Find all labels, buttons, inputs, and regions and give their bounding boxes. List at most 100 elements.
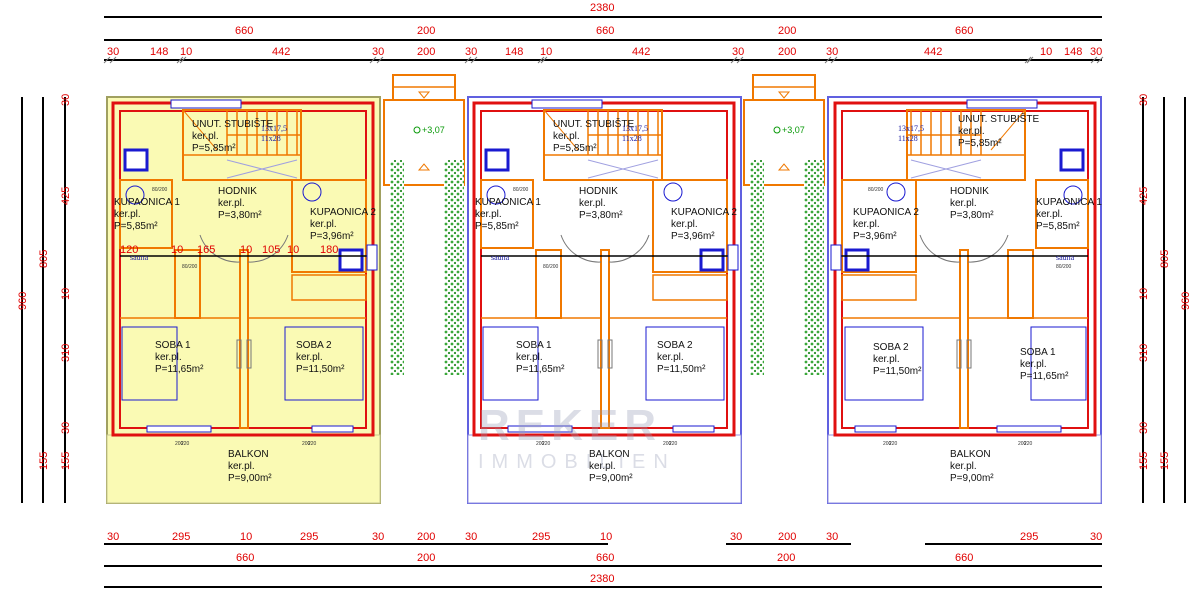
dim-label: 442 <box>272 46 290 58</box>
stair-landing: +3,07 <box>743 74 825 375</box>
unit-1: UNUT. STUBIŠTEker.pl.P=5,85m²HODNIKker.p… <box>106 96 381 504</box>
bath1-label-area: P=5,85m² <box>1036 221 1080 232</box>
stair-label-area: P=5,85m² <box>192 143 236 154</box>
dim-label: 805 <box>1159 250 1171 268</box>
door-size: 80/200 <box>182 264 198 270</box>
dim-label: 10 <box>1138 288 1150 300</box>
window-size: 200 <box>883 441 892 447</box>
dim-label: 200 <box>778 531 796 543</box>
room1-label-name: SOBA 1 <box>516 340 552 351</box>
hall-label-name: HODNIK <box>950 186 989 197</box>
bath2-label-name: KUPAONICA 2 <box>310 207 376 218</box>
dim-label: 30 <box>60 422 72 434</box>
dim-label: 30 <box>826 46 838 58</box>
dim-label: 30 <box>826 531 838 543</box>
stair-label-name: UNUT. STUBIŠTE <box>958 112 1039 125</box>
dim-label: 425 <box>1138 187 1150 205</box>
stair-label-floor: ker.pl. <box>958 126 985 137</box>
door-size: 80/200 <box>1056 264 1072 270</box>
dim-label: 295 <box>1020 531 1038 543</box>
stair-steps: 11x28 <box>622 134 642 143</box>
window-size: 220 <box>669 441 678 447</box>
hall-label-area: P=3,80m² <box>218 210 262 221</box>
bath2-label-area: P=3,96m² <box>310 231 354 242</box>
room2-label-name: SOBA 2 <box>296 340 332 351</box>
dim-label: 30 <box>1138 94 1150 106</box>
room2-label-area: P=11,50m² <box>296 364 345 375</box>
sauna-label: sauna <box>491 253 510 262</box>
level-marker: +3,07 <box>782 125 805 135</box>
dim-label: 30 <box>372 46 384 58</box>
dim-label: 30 <box>730 531 742 543</box>
balcony-label-name: BALKON <box>589 449 630 460</box>
dim-label: 30 <box>1090 531 1102 543</box>
dim-label: 310 <box>60 344 72 362</box>
dim-label: 30 <box>107 46 119 58</box>
room2-label-floor: ker.pl. <box>657 352 684 363</box>
room1-label-floor: ker.pl. <box>155 352 182 363</box>
stair-steps: 13x17,5 <box>622 124 648 133</box>
dim-label: 155 <box>1138 452 1150 470</box>
window-size: 200 <box>663 441 672 447</box>
bath2-label-name: KUPAONICA 2 <box>671 207 737 218</box>
window-size: 200 <box>175 441 184 447</box>
dim-label: 960 <box>1180 292 1192 310</box>
hall-label-area: P=3,80m² <box>579 210 623 221</box>
dim-label: 10 <box>540 46 552 58</box>
bath1-label-floor: ker.pl. <box>475 209 502 220</box>
dim-label: 660 <box>955 552 973 564</box>
dim-label: 960 <box>17 292 29 310</box>
bath2-label-floor: ker.pl. <box>310 219 337 230</box>
room2-label-floor: ker.pl. <box>873 354 900 365</box>
room1-label-floor: ker.pl. <box>516 352 543 363</box>
window-size: 220 <box>889 441 898 447</box>
bath2-label-name: KUPAONICA 2 <box>853 207 919 218</box>
dim-label: 310 <box>1138 344 1150 362</box>
stair-label-area: P=5,85m² <box>553 143 597 154</box>
hall-label-floor: ker.pl. <box>950 198 977 209</box>
interior-dim-label: 105 <box>262 244 280 256</box>
side-dimensions: 3042510310301558051559603042510310301558… <box>17 94 1192 503</box>
hall-label-floor: ker.pl. <box>579 198 606 209</box>
room2-label-area: P=11,50m² <box>657 364 706 375</box>
dim-label: 200 <box>417 25 435 37</box>
watermark-logo-text: REKER <box>478 401 662 450</box>
level-marker: +3,07 <box>422 125 445 135</box>
unit-3: UNUT. STUBIŠTEker.pl.P=5,85m²HODNIKker.p… <box>827 96 1102 504</box>
room2-label-area: P=11,50m² <box>873 366 922 377</box>
stair-landing: +3,07 <box>383 74 465 375</box>
dim-label: 30 <box>372 531 384 543</box>
room1-label-area: P=11,65m² <box>155 364 204 375</box>
stair-steps: 11x28 <box>898 134 918 143</box>
dim-label: 30 <box>107 531 119 543</box>
dim-label: 10 <box>1040 46 1052 58</box>
dim-label: 200 <box>777 552 795 564</box>
dim-label: 805 <box>38 250 50 268</box>
dim-label: 30 <box>465 531 477 543</box>
dim-label: 30 <box>465 46 477 58</box>
dim-label: 295 <box>532 531 550 543</box>
dim-total-top: 2380 <box>590 2 614 14</box>
balcony-label-floor: ker.pl. <box>228 461 255 472</box>
room2-label-name: SOBA 2 <box>657 340 693 351</box>
dim-label: 295 <box>300 531 318 543</box>
dim-label: 660 <box>596 25 614 37</box>
door-size: 80/200 <box>868 187 884 193</box>
bath1-label-name: KUPAONICA 1 <box>475 197 541 208</box>
dim-label: 30 <box>1090 46 1102 58</box>
balcony-label-area: P=9,00m² <box>589 473 633 484</box>
balcony-label-area: P=9,00m² <box>950 473 994 484</box>
room1-label-floor: ker.pl. <box>1020 359 1047 370</box>
dim-label: 200 <box>417 531 435 543</box>
room1-label-area: P=11,65m² <box>516 364 565 375</box>
dim-label: 155 <box>38 452 50 470</box>
dim-label: 200 <box>417 552 435 564</box>
watermark: REKER IMMOBILIEN <box>478 401 668 473</box>
house-units: UNUT. STUBIŠTEker.pl.P=5,85m²HODNIKker.p… <box>106 96 1102 504</box>
room1-label-name: SOBA 1 <box>155 340 191 351</box>
dim-label: 442 <box>924 46 942 58</box>
bath1-label-name: KUPAONICA 1 <box>1036 197 1102 208</box>
